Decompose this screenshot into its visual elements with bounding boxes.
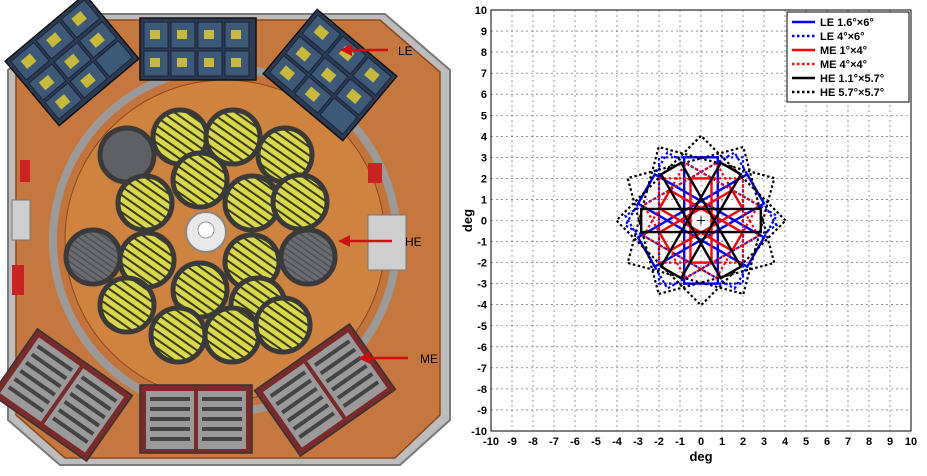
x-tick-label: -9 — [507, 436, 517, 448]
y-tick-label: -5 — [477, 321, 487, 333]
he-detector-16 — [148, 305, 208, 365]
instrument-layout-drawing: LE HE ME — [0, 0, 451, 466]
y-axis-label: deg — [460, 209, 475, 232]
he-detector-18 — [253, 295, 313, 355]
y-tick-label: 3 — [481, 152, 487, 164]
series-1-box-0 — [657, 156, 745, 285]
x-tick-label: -2 — [654, 436, 664, 448]
le-module-top-left — [4, 0, 140, 127]
y-tick-label: 1 — [481, 194, 487, 206]
y-tick-label: 6 — [481, 89, 487, 101]
x-tick-label: -6 — [570, 436, 580, 448]
chart-series — [614, 134, 788, 307]
y-tick-label: -10 — [471, 426, 487, 438]
chart-legend: LE 1.6°×6° LE 4°×6° ME 1°×4° ME 4°×4° HE 1.1… — [786, 11, 910, 103]
me-label: ME — [420, 352, 438, 366]
he-detector-8 — [270, 172, 330, 232]
y-tick-label: -3 — [477, 279, 487, 291]
he-detector-5 — [170, 150, 230, 210]
x-tick-label: 7 — [845, 436, 851, 448]
y-tick-label: 9 — [481, 26, 487, 38]
legend-entry-0: LE 1.6°×6° — [820, 17, 874, 29]
le-arrow — [340, 44, 388, 56]
legend-box — [786, 11, 910, 103]
y-tick-label: 0 — [481, 216, 487, 228]
red-connector-right — [368, 163, 382, 183]
he-detector-9 — [63, 227, 123, 287]
left-bracket — [11, 199, 31, 241]
x-axis-label: deg — [689, 449, 712, 464]
red-connector-left — [12, 265, 24, 295]
y-tick-label: 5 — [481, 110, 487, 122]
x-tick-label: -8 — [528, 436, 538, 448]
x-tick-label: 5 — [803, 436, 809, 448]
me-module-bottom-left — [0, 327, 134, 463]
y-tick-label: -1 — [477, 237, 487, 249]
series-3-box-2 — [642, 161, 760, 280]
y-tick-label: 7 — [481, 68, 487, 80]
y-tick-label: -4 — [477, 300, 488, 312]
plot-frame — [490, 9, 912, 432]
x-tick-label: 3 — [761, 436, 767, 448]
y-tick-label: 10 — [475, 5, 487, 17]
y-tick-label: -9 — [477, 405, 487, 417]
x-tick-label: -4 — [612, 436, 623, 448]
series-4-box-2 — [659, 161, 743, 280]
x-tick-label: -1 — [675, 436, 685, 448]
y-tick-label: 2 — [481, 173, 487, 185]
he-detector-3 — [203, 107, 263, 167]
x-tick-label: 6 — [824, 436, 830, 448]
me-arrow — [358, 352, 408, 364]
x-tick-label: 2 — [740, 436, 746, 448]
le-module-top-center — [139, 17, 257, 81]
x-tick-label: -5 — [591, 436, 601, 448]
he-detector-17 — [202, 305, 262, 365]
x-tick-label: -10 — [483, 436, 499, 448]
y-tick-label: 8 — [481, 47, 487, 59]
x-tick-label: 4 — [782, 436, 789, 448]
le-label: LE — [398, 44, 413, 58]
legend-entry-2: ME 1°×4° — [820, 45, 867, 57]
series-1-box-1 — [623, 150, 779, 291]
y-tick-label: -8 — [477, 384, 487, 396]
x-tick-label: 9 — [887, 436, 893, 448]
red-connector-left-2 — [20, 160, 30, 182]
y-tick-label: -2 — [477, 258, 487, 270]
x-tick-label: 1 — [719, 436, 725, 448]
right-bracket — [367, 214, 407, 271]
he-detector-6 — [115, 173, 175, 233]
legend-entry-1: LE 4°×6° — [820, 31, 865, 43]
series-3-box-0 — [657, 177, 745, 264]
legend-entry-3: ME 4°×4° — [820, 59, 867, 71]
y-tick-label: -6 — [477, 342, 487, 354]
legend-entry-5: HE 5.7°×5.7° — [820, 87, 884, 99]
he-detectors — [63, 107, 338, 365]
he-arrow — [338, 235, 392, 247]
legend-entry-4: HE 1.1°×5.7° — [820, 73, 884, 85]
x-tick-label: 8 — [866, 436, 872, 448]
x-tick-label: 10 — [905, 436, 917, 448]
series-3-box-1 — [642, 161, 760, 280]
x-tick-label: -7 — [549, 436, 559, 448]
x-tick-label: 0 — [698, 436, 704, 448]
y-tick-label: 4 — [481, 131, 488, 143]
he-detector-12 — [278, 227, 338, 287]
central-hub-core — [197, 221, 215, 239]
series-1-box-2 — [623, 150, 779, 291]
le-module-top-right — [262, 8, 398, 142]
x-tick-label: -3 — [633, 436, 643, 448]
y-tick-label: -7 — [477, 363, 487, 375]
he-label: HE — [405, 235, 422, 249]
instrument-layout-image: LE HE ME — [0, 0, 460, 471]
me-module-bottom-center — [139, 384, 253, 454]
he-detector-14 — [97, 275, 157, 335]
